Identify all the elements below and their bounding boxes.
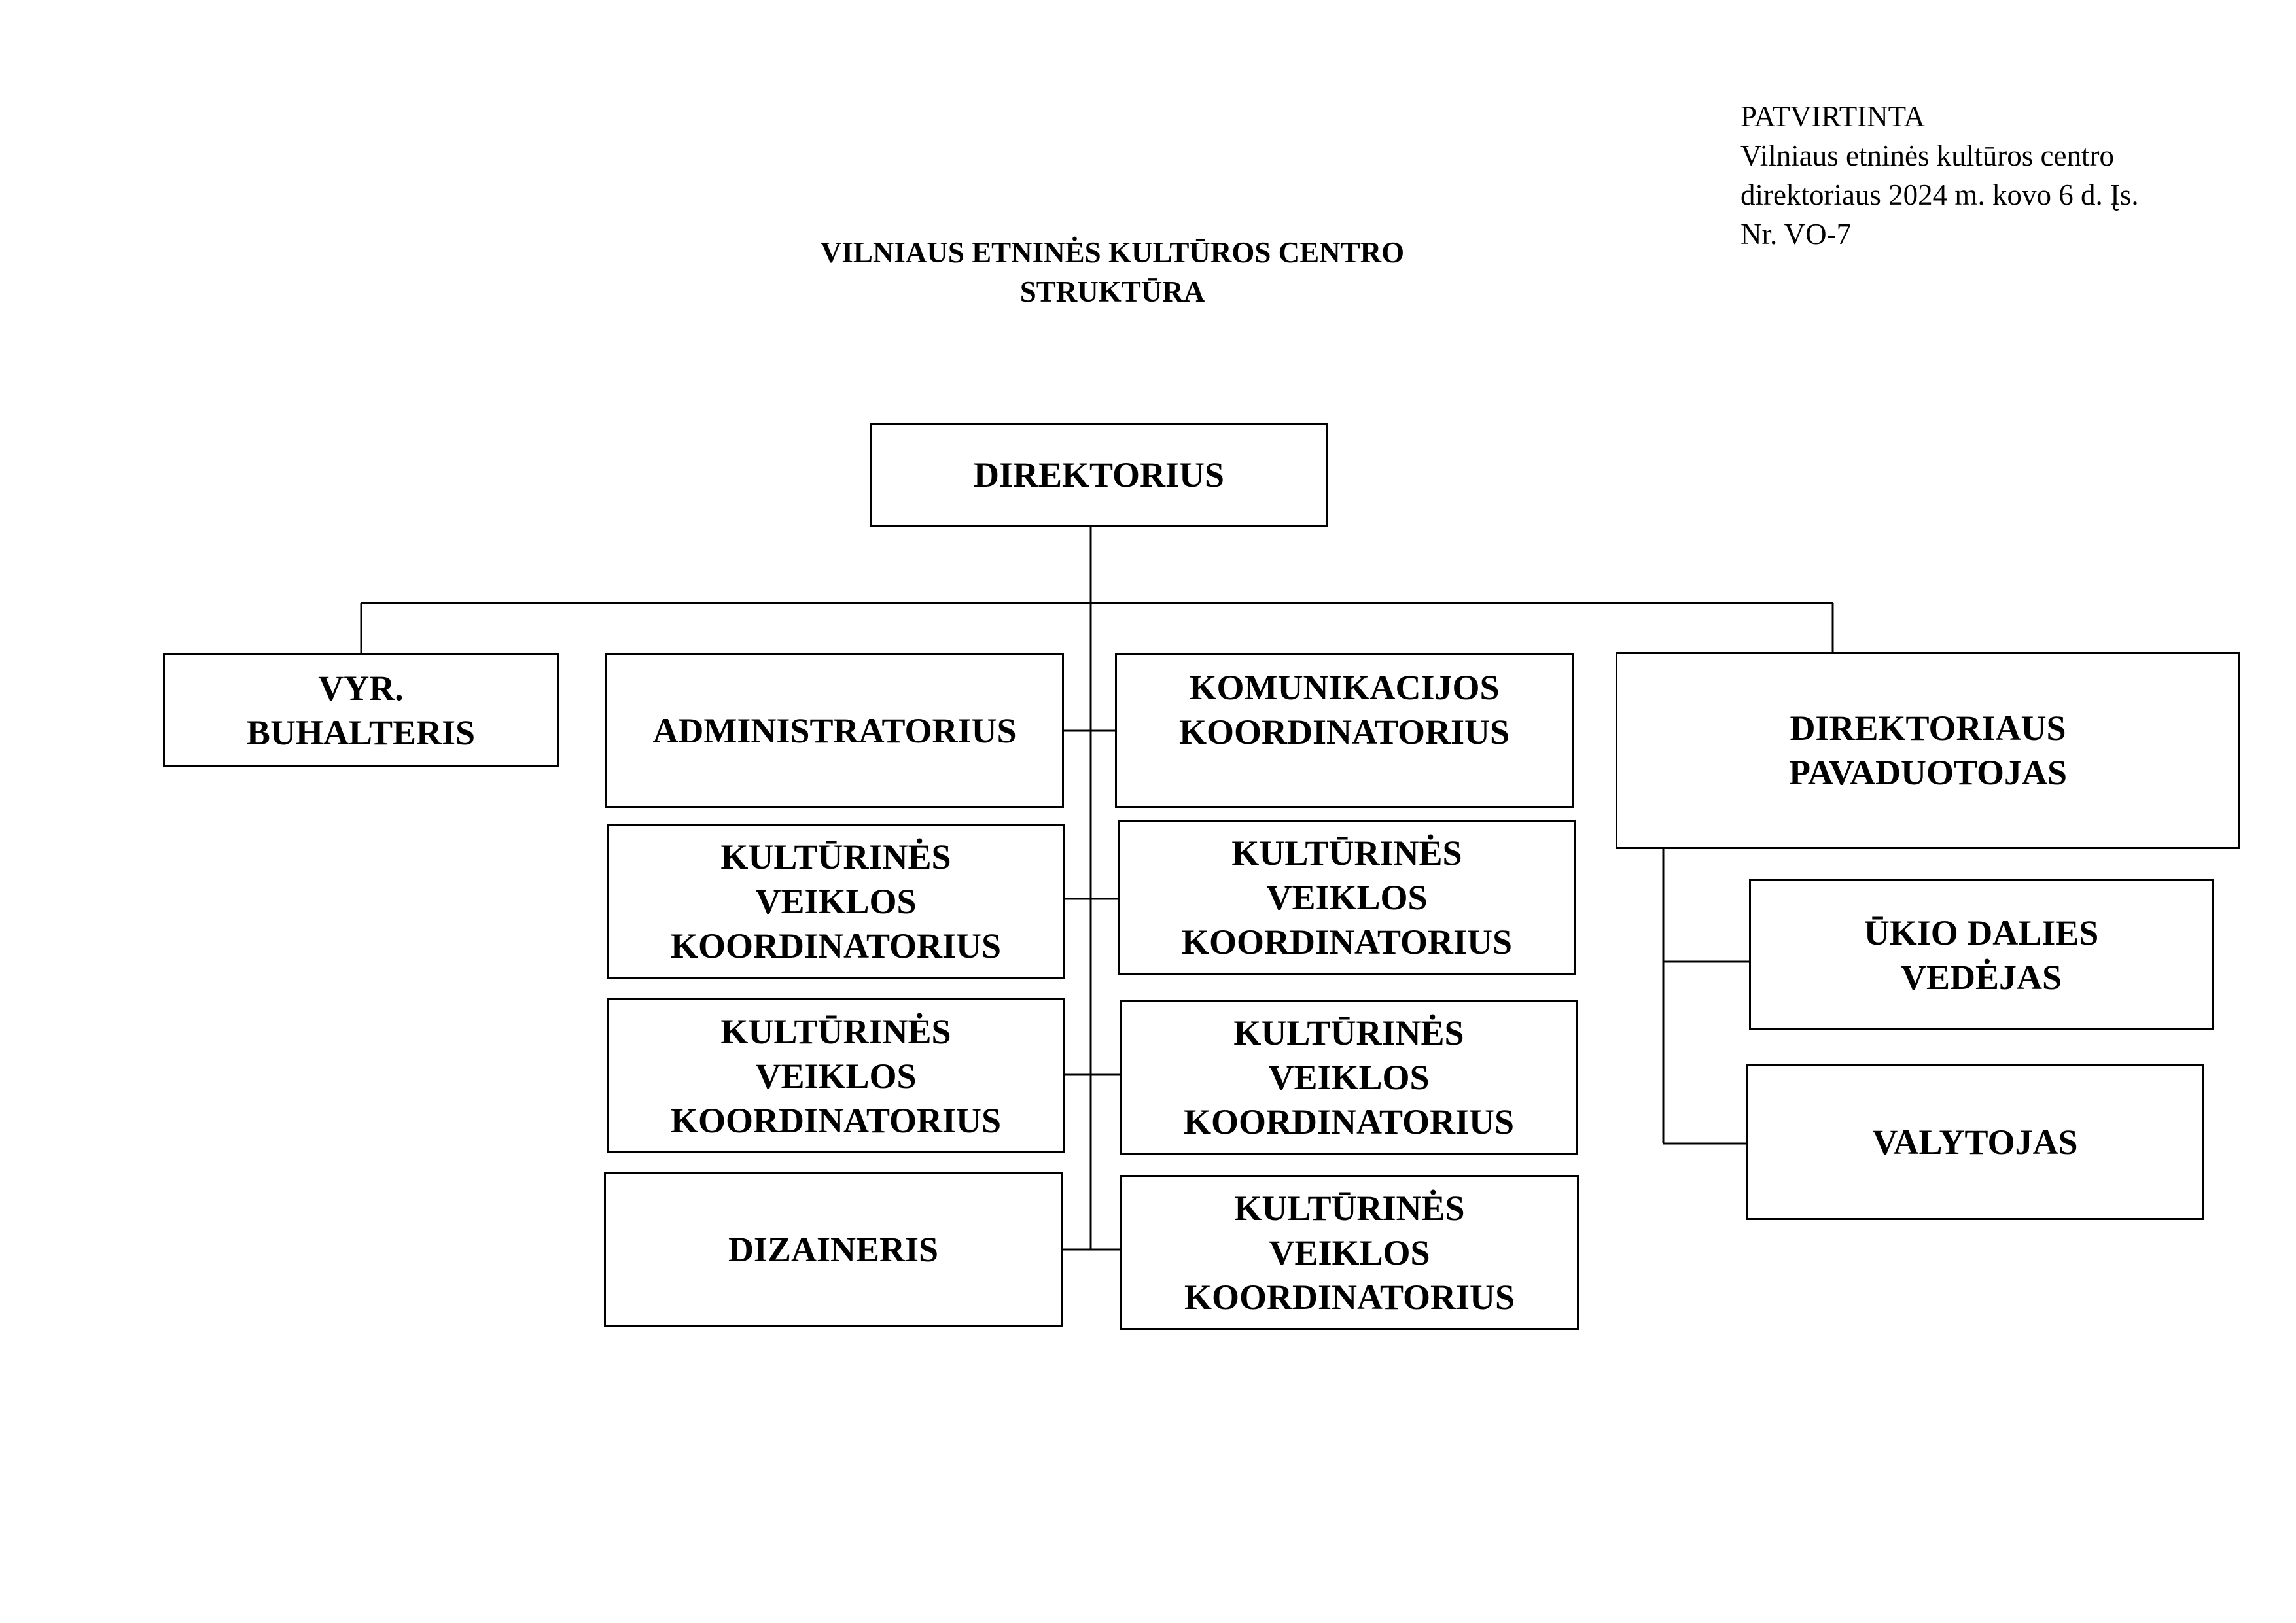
cultural-coordinator-line-3: KOORDINATORIUS bbox=[1183, 1102, 1515, 1142]
cultural-coordinator-line-1: KULTŪRINĖS bbox=[1233, 1013, 1464, 1053]
deputy-director-line-1: DIREKTORIAUS bbox=[1790, 708, 2066, 748]
box-designer: DIZAINERIS bbox=[604, 1172, 1063, 1327]
administrator-label: ADMINISTRATORIUS bbox=[652, 710, 1017, 750]
cultural-coordinator-line-1: KULTŪRINĖS bbox=[720, 1011, 951, 1051]
cultural-coordinator-line-2: VEIKLOS bbox=[1268, 1057, 1430, 1097]
box-cultural-coordinator-right-2: KULTŪRINĖS VEIKLOS KOORDINATORIUS bbox=[1120, 1000, 1578, 1155]
cleaner-label: VALYTOJAS bbox=[1872, 1122, 2078, 1162]
approval-line-4: Nr. VO-7 bbox=[1740, 218, 1852, 251]
facilities-manager-line-2: VEDĖJAS bbox=[1900, 957, 2062, 997]
facilities-manager-line-1: ŪKIO DALIES bbox=[1863, 913, 2099, 952]
cultural-coordinator-line-3: KOORDINATORIUS bbox=[1184, 1277, 1515, 1317]
cultural-coordinator-line-3: KOORDINATORIUS bbox=[670, 926, 1002, 966]
box-deputy-director: DIREKTORIAUS PAVADUOTOJAS bbox=[1616, 652, 2240, 849]
cultural-coordinator-line-3: KOORDINATORIUS bbox=[1181, 922, 1513, 962]
box-director: DIREKTORIUS bbox=[870, 423, 1328, 527]
approval-line-1: PATVIRTINTA bbox=[1740, 100, 1926, 133]
box-facilities-manager: ŪKIO DALIES VEDĖJAS bbox=[1749, 879, 2214, 1030]
communication-coordinator-line-1: KOMUNIKACIJOS bbox=[1189, 668, 1500, 707]
designer-label: DIZAINERIS bbox=[728, 1229, 939, 1269]
box-cultural-coordinator-left-2: KULTŪRINĖS VEIKLOS KOORDINATORIUS bbox=[607, 998, 1065, 1153]
cultural-coordinator-line-2: VEIKLOS bbox=[1269, 1232, 1430, 1272]
box-cleaner: VALYTOJAS bbox=[1746, 1064, 2204, 1220]
document-title: VILNIAUS ETNINĖS KULTŪROS CENTRO STRUKTŪ… bbox=[654, 233, 1570, 311]
cultural-coordinator-line-2: VEIKLOS bbox=[1266, 877, 1428, 917]
box-cultural-coordinator-right-3: KULTŪRINĖS VEIKLOS KOORDINATORIUS bbox=[1120, 1175, 1579, 1330]
cultural-coordinator-line-1: KULTŪRINĖS bbox=[720, 837, 951, 877]
box-administrator: ADMINISTRATORIUS bbox=[605, 653, 1064, 808]
director-label: DIREKTORIUS bbox=[973, 455, 1225, 495]
chief-accountant-line-2: BUHALTERIS bbox=[246, 712, 476, 752]
approval-line-2: Vilniaus etninės kultūros centro bbox=[1740, 139, 2114, 172]
cultural-coordinator-line-1: KULTŪRINĖS bbox=[1234, 1188, 1465, 1228]
approval-stamp: PATVIRTINTA Vilniaus etninės kultūros ce… bbox=[1740, 97, 2139, 254]
deputy-director-line-2: PAVADUOTOJAS bbox=[1788, 753, 2068, 792]
approval-line-3: direktoriaus 2024 m. kovo 6 d. Įs. bbox=[1740, 179, 2139, 211]
title-line-1: VILNIAUS ETNINĖS KULTŪROS CENTRO bbox=[820, 236, 1405, 269]
title-line-2: STRUKTŪRA bbox=[1019, 275, 1205, 308]
box-cultural-coordinator-right-1: KULTŪRINĖS VEIKLOS KOORDINATORIUS bbox=[1118, 820, 1576, 975]
box-cultural-coordinator-left-1: KULTŪRINĖS VEIKLOS KOORDINATORIUS bbox=[607, 824, 1065, 979]
cultural-coordinator-line-2: VEIKLOS bbox=[755, 881, 917, 921]
communication-coordinator-line-2: KOORDINATORIUS bbox=[1178, 712, 1510, 752]
cultural-coordinator-line-1: KULTŪRINĖS bbox=[1231, 833, 1462, 873]
box-communication-coordinator: KOMUNIKACIJOS KOORDINATORIUS bbox=[1115, 653, 1574, 808]
box-chief-accountant: VYR. BUHALTERIS bbox=[163, 653, 559, 767]
cultural-coordinator-line-3: KOORDINATORIUS bbox=[670, 1100, 1002, 1140]
chief-accountant-line-1: VYR. bbox=[318, 668, 404, 708]
cultural-coordinator-line-2: VEIKLOS bbox=[755, 1056, 917, 1096]
